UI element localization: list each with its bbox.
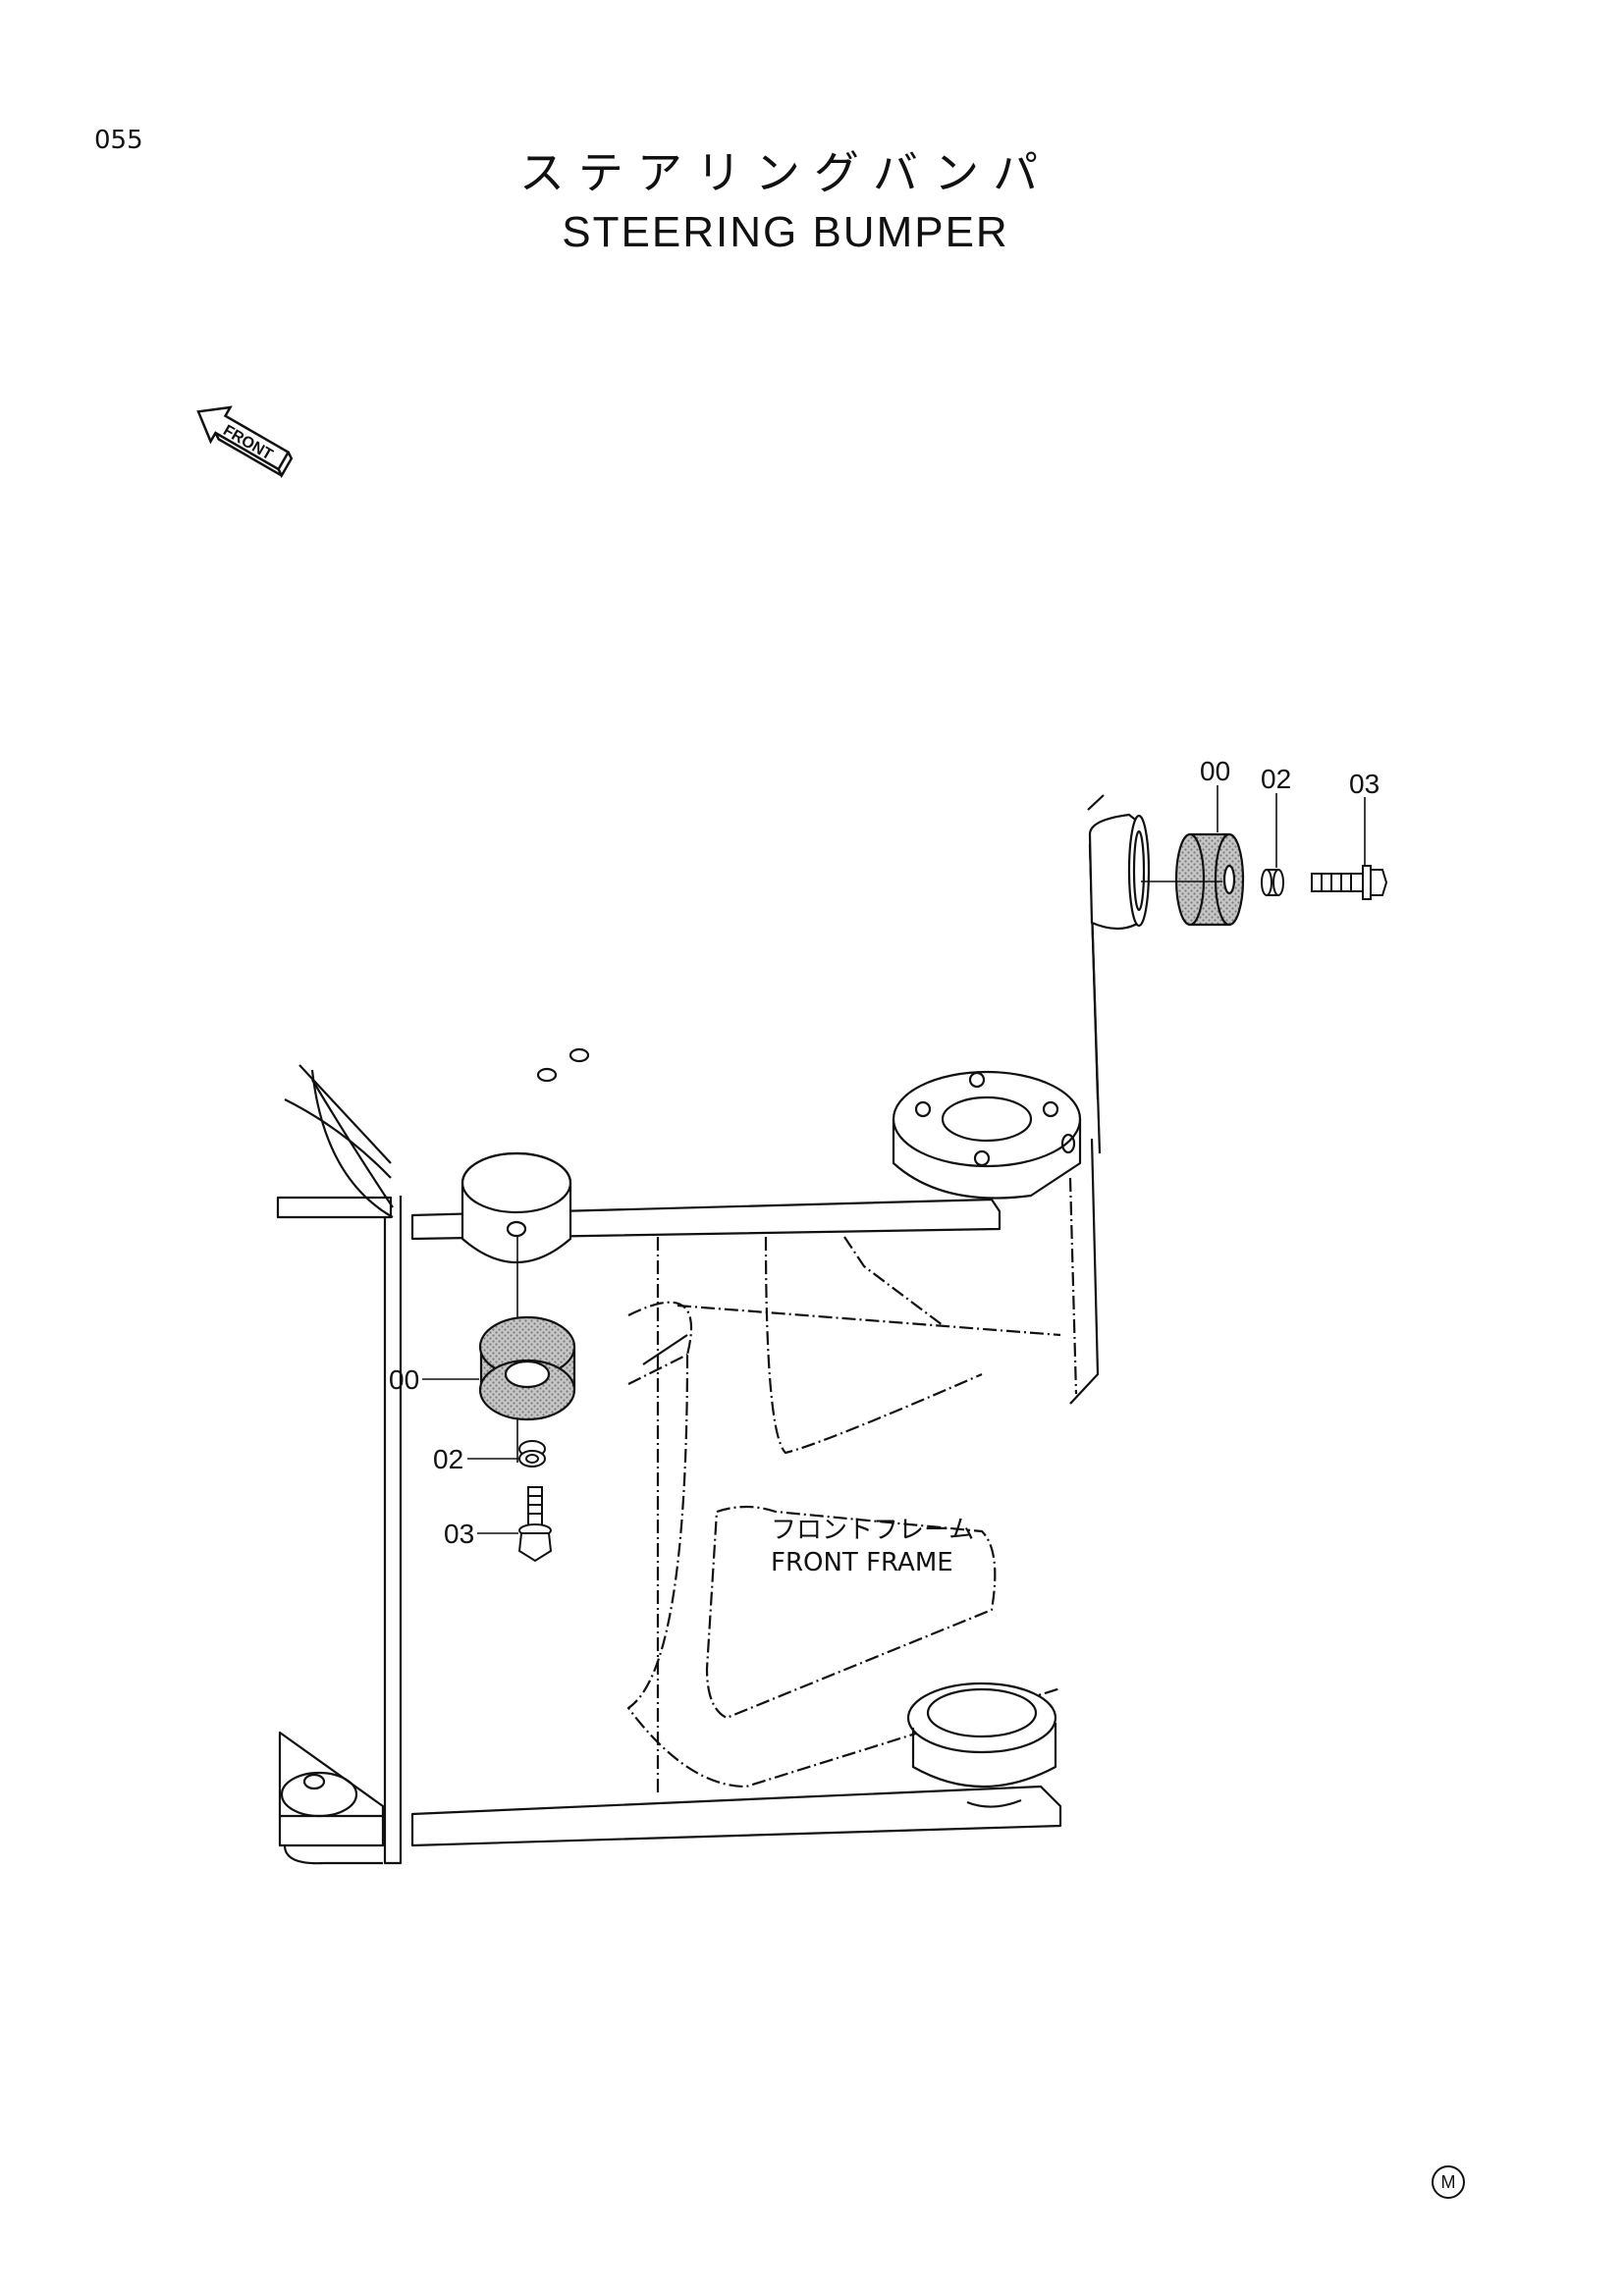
corner-m-mark: M: [1432, 2165, 1465, 2199]
front-arrow-icon: FRONT: [196, 405, 294, 479]
title-japanese: ステアリングバンパ: [518, 146, 1053, 199]
title-english: STEERING BUMPER: [562, 208, 1009, 256]
frame-label-english: FRONT FRAME: [771, 1548, 953, 1577]
left-washer: [518, 1440, 546, 1468]
callout-upper-bumper: 00: [1200, 756, 1230, 786]
upper-bumper-housing: [1088, 813, 1151, 931]
callout-left-bolt: 03: [444, 1519, 474, 1549]
title-block: ステアリングバンパ STEERING BUMPER: [0, 137, 1571, 257]
callout-upper-bolt: 03: [1349, 769, 1380, 799]
callout-left-washer: 02: [433, 1444, 463, 1474]
left-bolt: [517, 1486, 553, 1563]
front-frame: [276, 794, 1105, 1865]
upper-washer: [1261, 869, 1284, 896]
callout-upper-washer: 02: [1261, 764, 1291, 794]
upper-callout-leaders: [1217, 785, 1366, 868]
upper-bolt: [1311, 865, 1388, 900]
upper-steering-bumper: [1174, 832, 1245, 927]
frame-label-japanese: フロントフレーム: [771, 1516, 974, 1545]
page-number: 055: [94, 126, 143, 155]
callout-left-bumper: 00: [389, 1364, 419, 1395]
left-callout-leaders: [422, 1378, 518, 1534]
left-steering-bumper: [478, 1315, 576, 1421]
